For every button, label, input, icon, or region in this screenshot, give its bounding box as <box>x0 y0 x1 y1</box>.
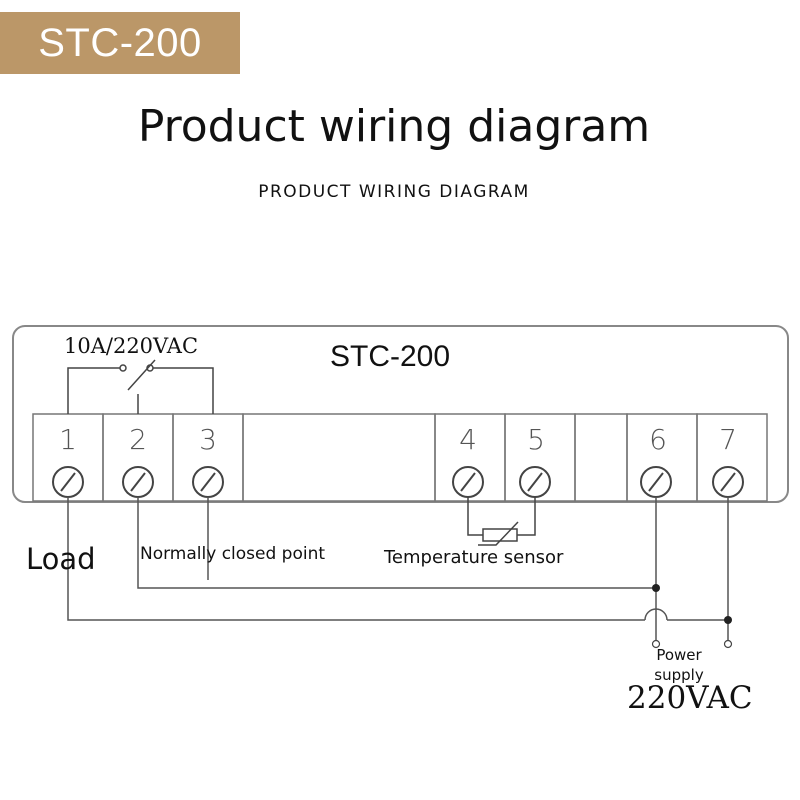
nc-wire <box>137 497 656 589</box>
terminal-block-7 <box>696 413 768 502</box>
terminal-number-3: 3 <box>199 423 217 456</box>
terminal-number-5: 5 <box>527 423 545 456</box>
terminal-block-gap-2 <box>574 413 628 502</box>
screw-icon-4 <box>452 466 484 498</box>
normally-closed-label: Normally closed point <box>140 544 326 564</box>
screw-icon-7 <box>712 466 744 498</box>
page-subtitle: PRODUCT WIRING DIAGRAM <box>258 182 530 202</box>
voltage-label: 220VAC <box>627 680 753 716</box>
model-badge: STC-200 <box>0 12 240 74</box>
screw-icon-6 <box>640 466 672 498</box>
terminal-number-2: 2 <box>129 423 147 456</box>
wire-junctions <box>652 584 732 624</box>
relay-switch <box>67 359 214 414</box>
terminal-number-6: 6 <box>649 423 667 456</box>
junction-dot <box>652 584 660 592</box>
power-terminals <box>651 639 733 649</box>
terminal-screws <box>52 466 744 498</box>
controller-model-label: STC-200 <box>330 340 451 373</box>
terminal-block-gap-1 <box>242 413 436 502</box>
load-wire <box>67 497 645 621</box>
screw-icon-3 <box>192 466 224 498</box>
model-badge-label: STC-200 <box>38 20 202 65</box>
junction-dot <box>724 616 732 624</box>
controller-housing <box>12 325 789 503</box>
power-supply-label: Power supply <box>654 646 704 684</box>
screw-icon-1 <box>52 466 84 498</box>
temperature-sensor-label: Temperature sensor <box>384 547 564 568</box>
wiring-lines <box>67 497 729 640</box>
page-title: Product wiring diagram <box>137 101 651 152</box>
screw-icon-5 <box>519 466 551 498</box>
screw-icon-2 <box>122 466 154 498</box>
relay-rating-label: 10A/220VAC <box>64 334 199 358</box>
load-label: Load <box>26 542 96 576</box>
terminal-number-7: 7 <box>719 423 737 456</box>
terminal-number-4: 4 <box>459 423 477 456</box>
terminal-number-1: 1 <box>59 423 77 456</box>
temperature-sensor-symbol <box>467 497 536 546</box>
